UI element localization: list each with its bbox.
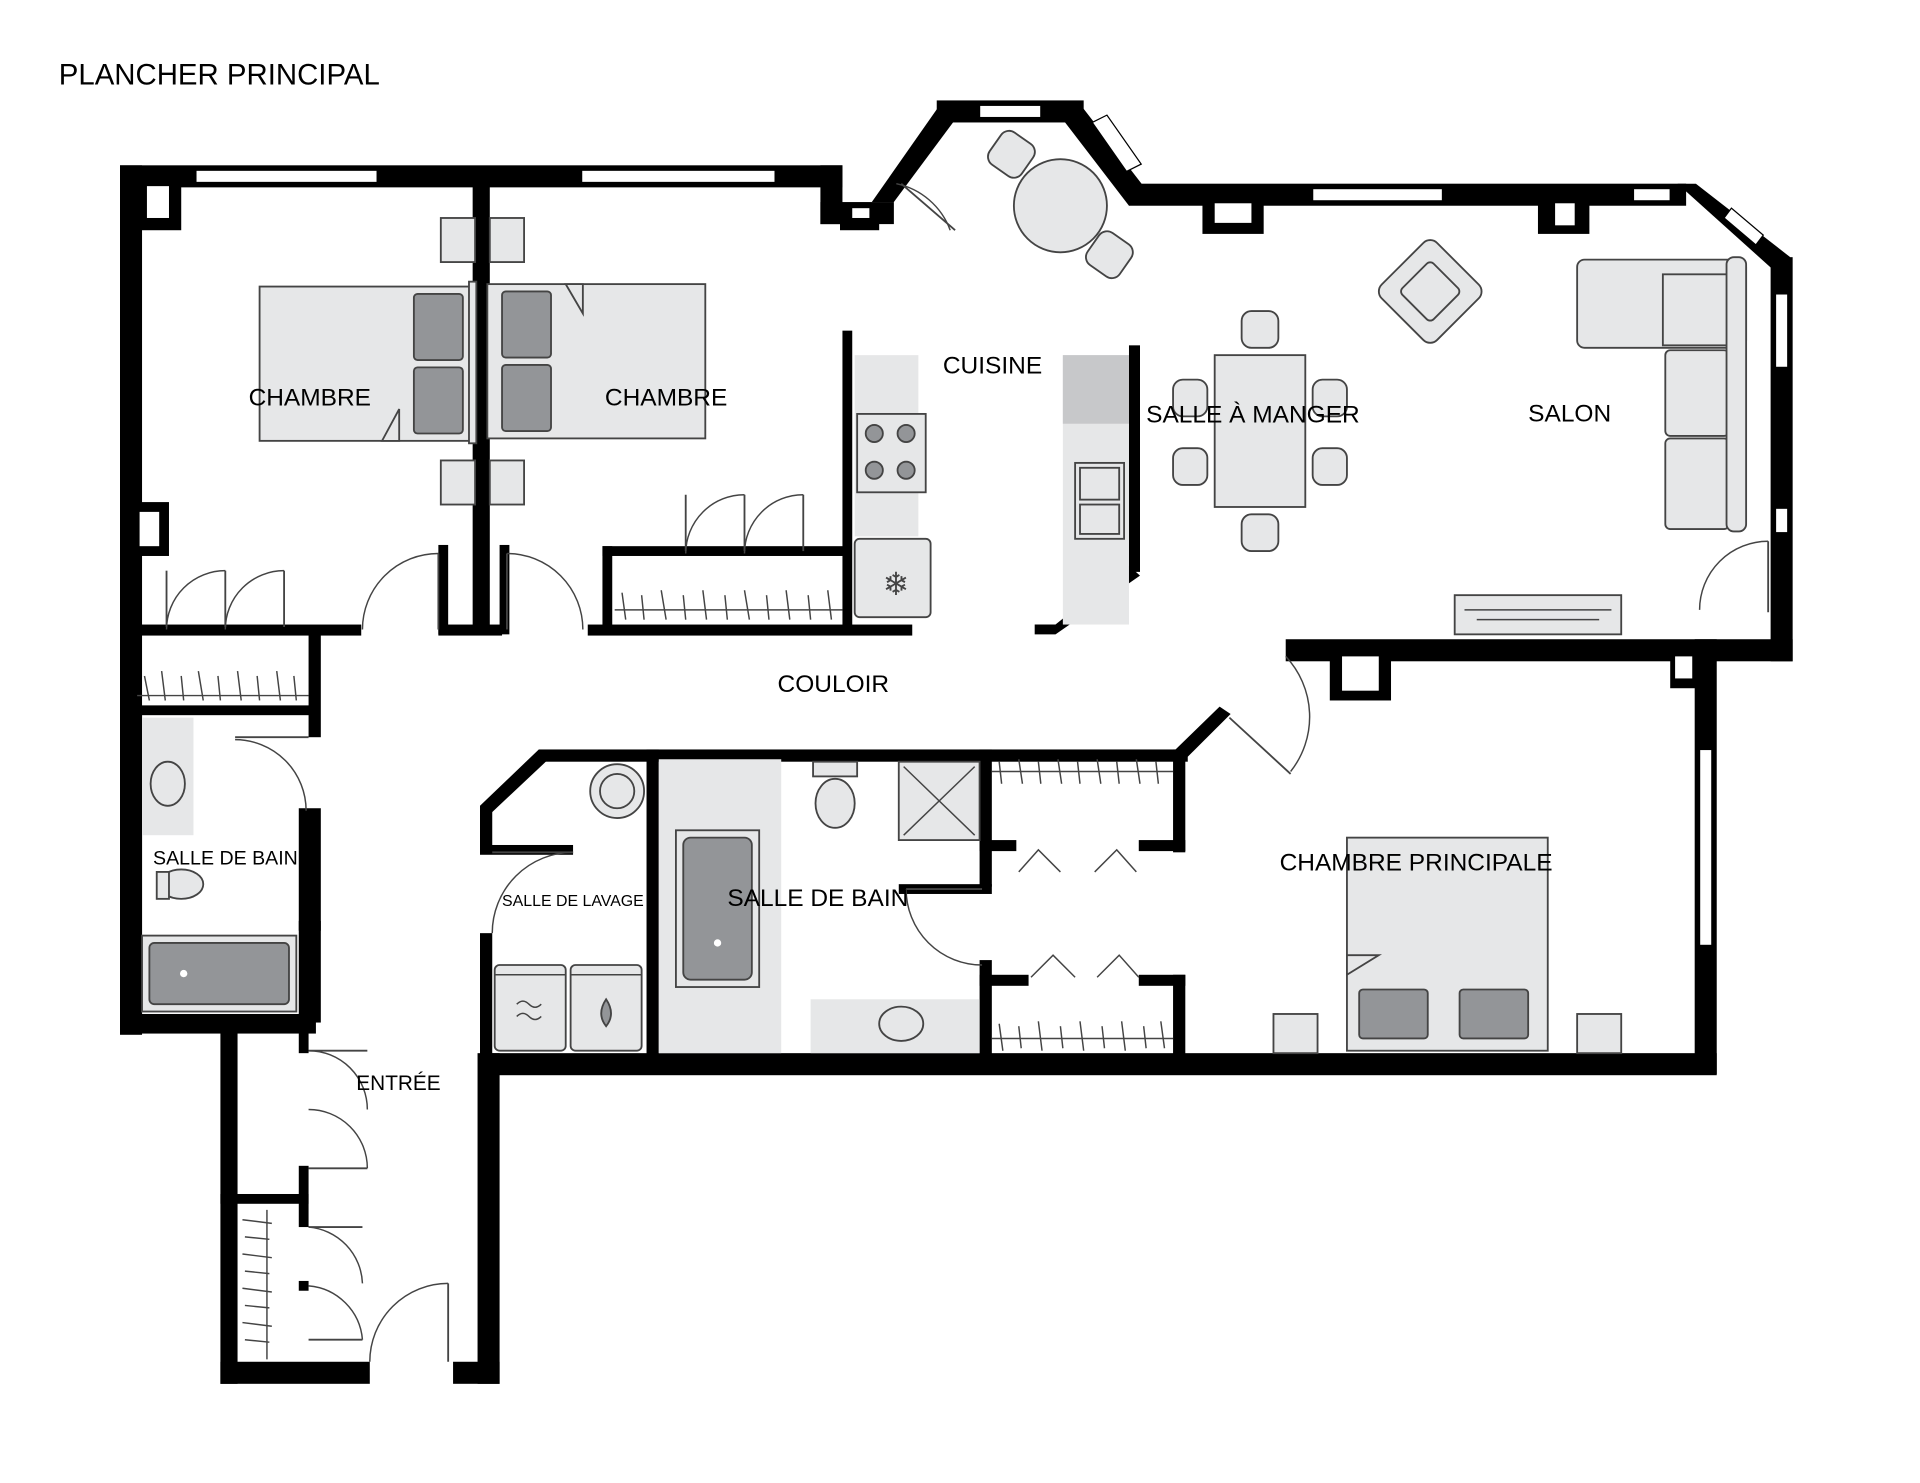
label-chambre-principale: CHAMBRE PRINCIPALE xyxy=(1280,850,1553,877)
bathroom-1-fixtures xyxy=(141,717,298,1013)
laundry-fixtures xyxy=(493,763,645,1052)
bed-1 xyxy=(258,280,478,445)
label-salon: SALON xyxy=(1528,400,1611,427)
living-room-furniture xyxy=(1377,239,1748,636)
plan-title: PLANCHER PRINCIPAL xyxy=(59,58,380,91)
master-bed xyxy=(1272,836,1623,1055)
label-chambre-2: CHAMBRE xyxy=(605,384,727,411)
doors xyxy=(165,182,1770,1362)
bathroom-2-fixtures xyxy=(658,759,981,1054)
bed-2 xyxy=(486,283,707,440)
columns xyxy=(134,181,1703,701)
dining-set xyxy=(987,129,1348,552)
label-entree: ENTRÉE xyxy=(356,1072,440,1095)
label-salle-de-lavage: SALLE DE LAVAGE xyxy=(502,893,644,910)
snowflake-icon: ❄ xyxy=(883,565,910,603)
closets xyxy=(137,590,1174,1360)
windows xyxy=(195,104,1789,947)
label-salle-de-bain-2: SALLE DE BAIN xyxy=(727,885,908,912)
label-chambre-1: CHAMBRE xyxy=(249,384,371,411)
kitchen-fixtures: ❄ xyxy=(853,355,1129,625)
room-labels: CHAMBRE CHAMBRE CUISINE SALLE À MANGER S… xyxy=(153,353,1611,1095)
label-cuisine: CUISINE xyxy=(943,353,1042,380)
label-salle-de-bain-1: SALLE DE BAIN xyxy=(153,848,298,870)
label-couloir: COULOIR xyxy=(778,671,890,698)
nightstands xyxy=(439,217,525,506)
label-salle-a-manger: SALLE À MANGER xyxy=(1146,401,1360,428)
